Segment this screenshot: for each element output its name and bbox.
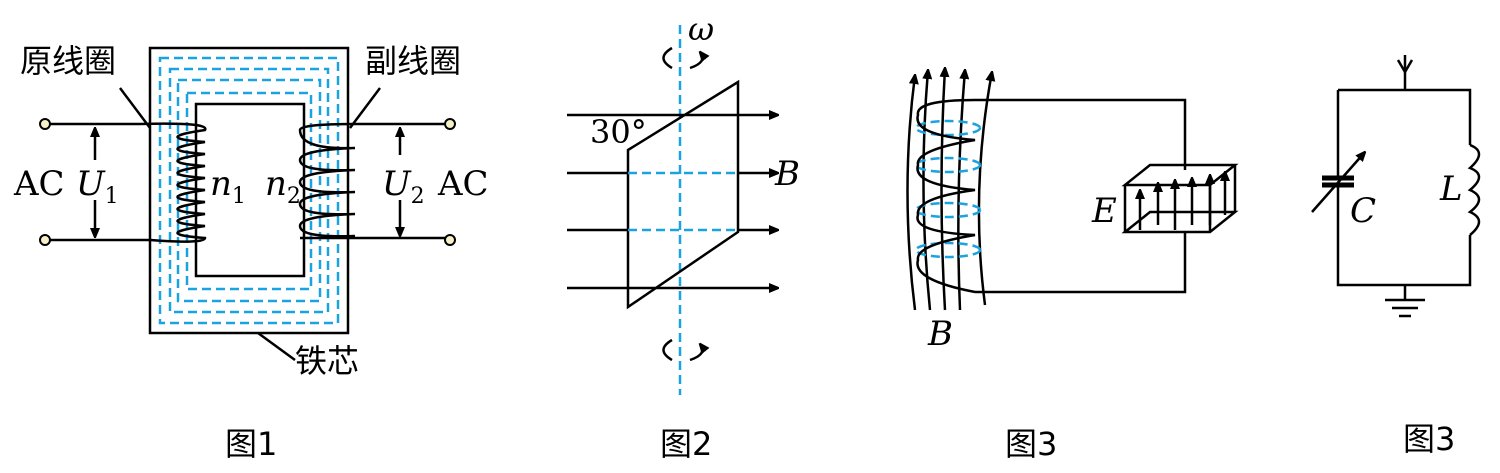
- magnetic-flux-lines: [158, 56, 340, 325]
- n2-label: n2: [265, 164, 301, 209]
- leader-line: [119, 87, 151, 129]
- input-arrow: [1396, 59, 1414, 75]
- magnetic-field-lines: [906, 68, 993, 311]
- leader-line: [349, 87, 381, 129]
- secondary-coil-label: 副线圈: [365, 42, 461, 80]
- terminal: [444, 118, 456, 130]
- coil-plane: [626, 79, 740, 310]
- figure-2-rotating-coil: 30° ω B 图2: [567, 10, 800, 463]
- core-label: 铁芯: [295, 342, 359, 380]
- rotation-arrow-bottom: [662, 340, 703, 362]
- omega-label: ω: [688, 10, 714, 48]
- primary-coil-label: 原线圈: [20, 42, 116, 80]
- rotation-arrow-top: [662, 48, 703, 70]
- secondary-coil: [298, 122, 445, 240]
- angle-label: 30°: [590, 113, 647, 151]
- solenoid: [914, 98, 982, 294]
- ground-symbol: [1385, 285, 1425, 318]
- terminal: [444, 234, 456, 246]
- b-field-label: B: [774, 154, 800, 194]
- leader-line: [257, 331, 296, 362]
- terminal: [39, 118, 51, 130]
- iron-core: [148, 46, 350, 335]
- figure-3-coil-capacitor: E B 图3: [906, 68, 1239, 463]
- circuit-wire: [975, 98, 1187, 294]
- e-field-arrows: [1140, 172, 1225, 230]
- inductor-label: L: [1439, 169, 1463, 209]
- figure-4-lc-circuit: C L 图3: [1311, 55, 1481, 458]
- ac-right-label: AC: [437, 164, 489, 204]
- parallel-plate-capacitor: [1121, 163, 1239, 234]
- e-field-label: E: [1091, 191, 1117, 231]
- field-lines: [567, 115, 778, 288]
- u2-label: U2: [382, 164, 425, 209]
- primary-coil: [50, 122, 207, 243]
- figure-4-caption: 图3: [1403, 420, 1455, 458]
- n1-label: n1: [210, 164, 246, 209]
- figure-3-caption: 图3: [1005, 425, 1057, 463]
- u1-label: U1: [76, 164, 119, 209]
- terminal: [39, 234, 51, 246]
- figure-1-transformer: 原线圈 副线圈 铁芯 AC U1 n1 n2 U2 AC 图1: [13, 42, 489, 463]
- figure-1-caption: 图1: [225, 425, 277, 463]
- figure-2-caption: 图2: [660, 425, 712, 463]
- b-field-label: B: [927, 314, 953, 354]
- variable-arrow: [1311, 152, 1365, 213]
- ac-left-label: AC: [13, 164, 65, 204]
- capacitor-label: C: [1350, 191, 1376, 231]
- inductor-coil: [1467, 143, 1481, 236]
